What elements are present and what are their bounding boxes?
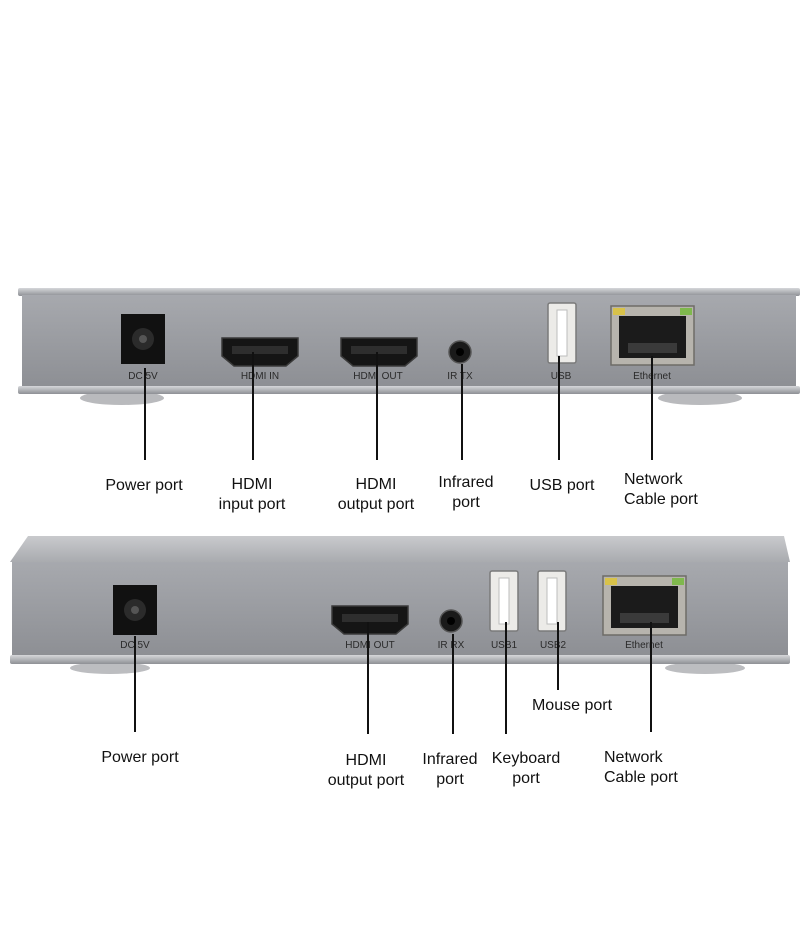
panel-label-ir: IR TX: [447, 371, 473, 382]
transmitter-unit: DC 5V HDMI IN HDMI OUT IR TX USB: [18, 288, 800, 405]
panel-label-hdmi-out: HDMI OUT: [353, 371, 402, 382]
callout-line: port: [452, 494, 480, 511]
callout-hdmi-output-port: HDMI output port: [314, 751, 418, 791]
receiver-unit: DC 5V HDMI OUT IR RX USB1 USB2: [10, 536, 790, 674]
callout-line: port: [436, 771, 464, 788]
callout-line: Cable port: [624, 491, 698, 508]
chassis-bottom-rim: [18, 386, 800, 394]
callout-line: output port: [327, 772, 405, 789]
callout-usb-port: USB port: [512, 476, 612, 496]
panel-label-usb2: USB2: [540, 640, 567, 651]
panel-label-usb: USB: [551, 371, 572, 382]
ir-jack[interactable]: [448, 340, 472, 364]
leader-line-ir: [452, 634, 454, 734]
leader-line-usb: [558, 356, 560, 460]
callout-line: Keyboard: [491, 750, 561, 767]
rubber-foot: [70, 662, 150, 674]
leader-line-power: [144, 368, 146, 460]
callout-line: HDMI: [355, 476, 397, 493]
leader-line-keyboard: [505, 622, 507, 734]
callout-line: Power port: [101, 749, 179, 766]
callout-infrared-port: Infrared port: [416, 473, 516, 513]
callout-line: USB port: [529, 477, 595, 494]
leader-line-mouse: [557, 622, 559, 690]
callout-hdmi-input-port: HDMI input port: [200, 475, 304, 515]
callout-line: output port: [337, 496, 415, 513]
leader-line-ethernet: [650, 622, 652, 732]
callout-line: Network: [624, 471, 683, 488]
hdmi-out-port[interactable]: [340, 337, 418, 367]
leader-line-power: [134, 636, 136, 732]
rubber-foot: [665, 662, 745, 674]
callout-line: Network: [604, 749, 663, 766]
ethernet-port[interactable]: [602, 575, 687, 636]
chassis-top-surface: [10, 536, 790, 562]
callout-mouse-port: Mouse port: [518, 696, 626, 716]
leader-line-ethernet: [651, 356, 653, 460]
rubber-foot: [80, 391, 164, 405]
callout-hdmi-output-port: HDMI output port: [324, 475, 428, 515]
callout-keyboard-port: Keyboard port: [482, 749, 570, 789]
callout-network-cable-port: Network Cable port: [624, 470, 740, 510]
chassis-bottom-rim: [10, 655, 790, 664]
panel-label-hdmi-out: HDMI OUT: [345, 640, 394, 651]
chassis-top-rim: [18, 288, 800, 296]
usb-port[interactable]: [547, 302, 577, 364]
callout-line: Mouse port: [531, 697, 613, 714]
hdmi-out-port[interactable]: [331, 605, 409, 635]
callout-infrared-port: Infrared port: [410, 750, 490, 790]
callout-line: HDMI: [345, 752, 387, 769]
panel-label-hdmi-in: HDMI IN: [241, 371, 279, 382]
ir-jack[interactable]: [439, 609, 463, 633]
hdmi-in-port[interactable]: [221, 337, 299, 367]
callout-line: port: [512, 770, 540, 787]
panel-label-usb1: USB1: [491, 640, 518, 651]
callout-line: Infrared: [422, 751, 478, 768]
panel-label-dc: DC 5V: [128, 371, 158, 382]
leader-line-hdmi-out: [376, 352, 378, 460]
usb2-port[interactable]: [537, 570, 567, 632]
dc-power-jack[interactable]: [113, 585, 157, 635]
usb1-port[interactable]: [489, 570, 519, 632]
ethernet-port[interactable]: [610, 305, 695, 366]
callout-line: Infrared: [438, 474, 494, 491]
panel-label-ir: IR RX: [438, 640, 465, 651]
callout-network-cable-port: Network Cable port: [604, 748, 720, 788]
callout-line: input port: [218, 496, 286, 513]
callout-line: HDMI: [231, 476, 273, 493]
callout-line: Power port: [105, 477, 183, 494]
leader-line-hdmi-out: [367, 622, 369, 734]
leader-line-ir: [461, 364, 463, 460]
dc-power-jack[interactable]: [121, 314, 165, 364]
leader-line-hdmi-in: [252, 352, 254, 460]
callout-power-port: Power port: [88, 748, 192, 768]
rubber-foot: [658, 391, 742, 405]
panel-label-ethernet: Ethernet: [625, 640, 663, 651]
callout-line: Cable port: [604, 769, 678, 786]
callout-power-port: Power port: [92, 476, 196, 496]
